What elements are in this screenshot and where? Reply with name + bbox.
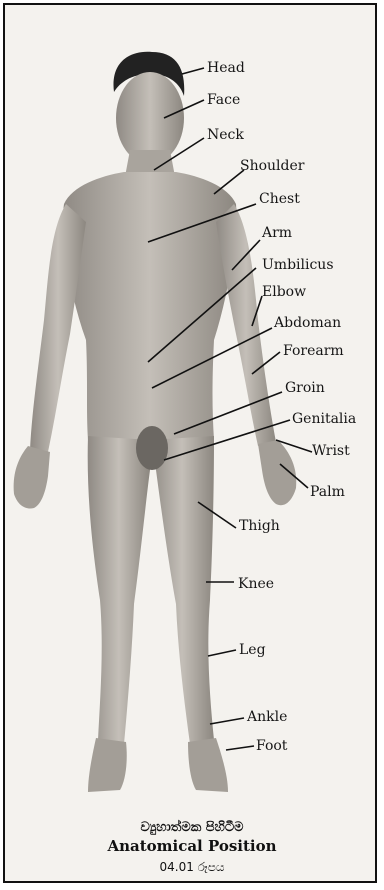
right-leg-shape <box>150 436 214 744</box>
label-ankle: Ankle <box>247 710 287 724</box>
pubic-area <box>136 426 168 470</box>
label-foot: Foot <box>256 739 287 753</box>
left-leg-shape <box>88 436 150 744</box>
leader-line-head <box>182 68 204 74</box>
label-shoulder: Shoulder <box>240 159 304 173</box>
left-hand-shape <box>14 446 50 508</box>
label-leg: Leg <box>239 643 266 657</box>
leader-line-ankle <box>210 718 244 724</box>
label-groin: Groin <box>285 381 325 395</box>
label-chest: Chest <box>259 192 300 206</box>
caption-english-title: Anatomical Position <box>0 837 384 855</box>
label-wrist: Wrist <box>312 444 350 458</box>
label-palm: Palm <box>310 485 345 499</box>
label-knee: Knee <box>238 577 274 591</box>
torso-shape <box>63 172 236 440</box>
label-abdoman: Abdoman <box>274 316 341 330</box>
left-arm-shape <box>30 204 86 452</box>
label-umbilicus: Umbilicus <box>262 258 334 272</box>
label-head: Head <box>207 61 245 75</box>
label-elbow: Elbow <box>262 285 306 299</box>
caption-figure-number: 04.01 රූපය <box>0 860 384 875</box>
label-face: Face <box>207 93 240 107</box>
leader-line-foot <box>226 746 254 750</box>
label-thigh: Thigh <box>239 519 280 533</box>
leader-line-leg <box>208 650 236 656</box>
label-genitalia: Genitalia <box>292 412 356 426</box>
left-foot-shape <box>88 738 127 792</box>
label-neck: Neck <box>207 128 244 142</box>
right-foot-shape <box>188 738 228 792</box>
caption-sinhala-title: ව්‍යුහාත්මක පිහිටීම <box>0 820 384 835</box>
label-forearm: Forearm <box>283 344 344 358</box>
label-arm: Arm <box>262 226 292 240</box>
